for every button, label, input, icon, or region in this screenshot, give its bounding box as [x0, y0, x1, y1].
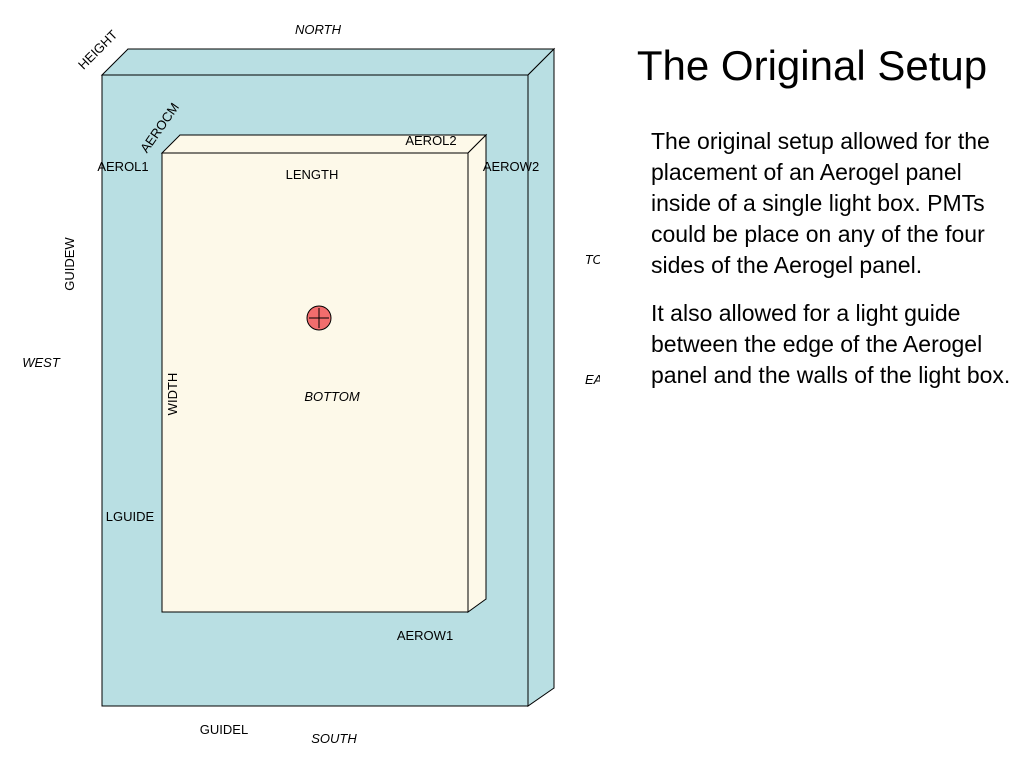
dimension-guidew-label: GUIDEW: [62, 237, 77, 291]
aerogel-panel-side-face: [467, 133, 487, 613]
direction-bottom-label: BOTTOM: [304, 389, 360, 404]
dimension-aerol2-label: AEROL2: [405, 133, 456, 148]
dimension-aerol1-label: AEROL1: [97, 159, 148, 174]
dimension-width-label: WIDTH: [165, 373, 180, 416]
pmt-crosshair-icon: [306, 305, 332, 331]
dimension-aerow2-label: AEROW2: [483, 159, 539, 174]
light-box-side-face: [527, 47, 555, 707]
direction-top-label: TOP: [585, 252, 600, 267]
dimension-guidel-label: GUIDEL: [200, 722, 248, 737]
light-box-top-face: [100, 48, 556, 76]
slide-paragraph-light-guide: It also allowed for a light guide betwee…: [651, 300, 1011, 388]
aerogel-panel: [160, 133, 488, 613]
dimension-length-label: LENGTH: [286, 167, 339, 182]
direction-east-label: EAST: [585, 372, 600, 387]
direction-west-label: WEST: [22, 355, 61, 370]
slide-title: The Original Setup: [636, 42, 988, 89]
slide-paragraph-setup: The original setup allowed for the place…: [651, 128, 990, 278]
dimension-lguide-label: LGUIDE: [106, 509, 155, 524]
light-box-diagram: NORTH SOUTH EAST WEST TOP BOTTOM HEIGHT …: [22, 22, 600, 746]
direction-south-label: SOUTH: [311, 731, 357, 746]
direction-north-label: NORTH: [295, 22, 342, 37]
slide-body: The original setup allowed for the place…: [651, 126, 1016, 408]
aerogel-panel-front-face: [161, 152, 469, 613]
dimension-aerow1-label: AEROW1: [397, 628, 453, 643]
